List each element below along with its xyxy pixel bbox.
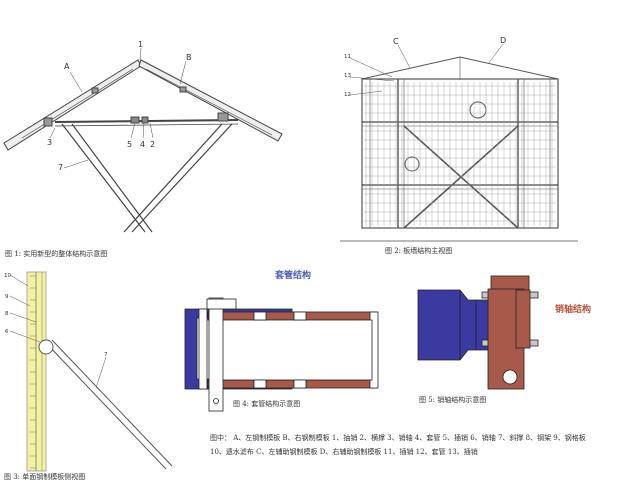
fig5-drawing	[417, 275, 539, 390]
fig1-label-B: B	[186, 53, 192, 62]
wall-frame	[361, 78, 559, 229]
wall-hole-2	[404, 156, 420, 172]
pin-shaft-hole	[502, 369, 518, 385]
fig2-label-D: D	[500, 36, 506, 45]
fig1-label-A: A	[64, 62, 70, 71]
fig1-label-3: 3	[47, 138, 52, 147]
fig1-drawing	[3, 47, 283, 233]
fig2-label-11: 11	[344, 54, 351, 60]
wall-hole-1	[469, 101, 487, 119]
pin-shaft-brown-head	[490, 275, 530, 291]
fig3-label-6: 6	[5, 329, 9, 335]
fig2-label-C: C	[393, 37, 399, 46]
fig5-title: 销轴结构	[555, 305, 592, 315]
fig1-label-4: 4	[140, 140, 145, 149]
diagonal-brace-1	[61, 123, 146, 233]
legend-text: 图中： A、左钢制模板 B、右钢制模板 1、抽销 2、横撑 3、销轴 4、套管 …	[210, 434, 586, 456]
fig2-caption: 图 2: 板墙结构主视图	[385, 247, 453, 255]
fig3-drawing	[9, 271, 173, 472]
fig3-ruler-ticks	[30, 275, 36, 469]
fig3-diagonal-brace	[45, 342, 167, 470]
fig4-drawing	[184, 297, 379, 412]
fig2-label-13: 13	[344, 73, 351, 79]
right-steel-form-B	[138, 59, 283, 142]
fig3-label-8: 8	[5, 311, 9, 317]
pin-shaft-blue-body	[417, 289, 491, 361]
fig3-label-9: 9	[5, 294, 9, 300]
fig3-label-7: 7	[104, 352, 108, 358]
fig4-caption: 图 4: 套管结构示意图	[233, 400, 301, 408]
fig1-caption: 图 1: 实用新型的整体结构示意图	[5, 250, 108, 258]
fig1-label-1: 1	[138, 40, 143, 49]
diagonal-brace-2	[131, 123, 233, 233]
fig4-title: 套管结构	[275, 271, 312, 281]
filter-cloth-strip	[26, 271, 47, 472]
fig3-caption: 图 3: 单面钢制模板侧视图	[4, 473, 86, 481]
sleeve-vertical-plate	[208, 297, 224, 412]
fig3-label-10: 10	[4, 273, 11, 279]
fig5-caption: 图 5: 销轴结构示意图	[419, 396, 487, 404]
fig1-label-5: 5	[127, 140, 132, 149]
fig3-pin	[38, 339, 54, 355]
fig2-label-12: 12	[344, 92, 351, 98]
fig1-label-2: 2	[150, 140, 155, 149]
fig2-grid	[364, 82, 556, 226]
fig2-drawing	[340, 43, 578, 242]
fig1-label-7: 7	[58, 163, 63, 172]
